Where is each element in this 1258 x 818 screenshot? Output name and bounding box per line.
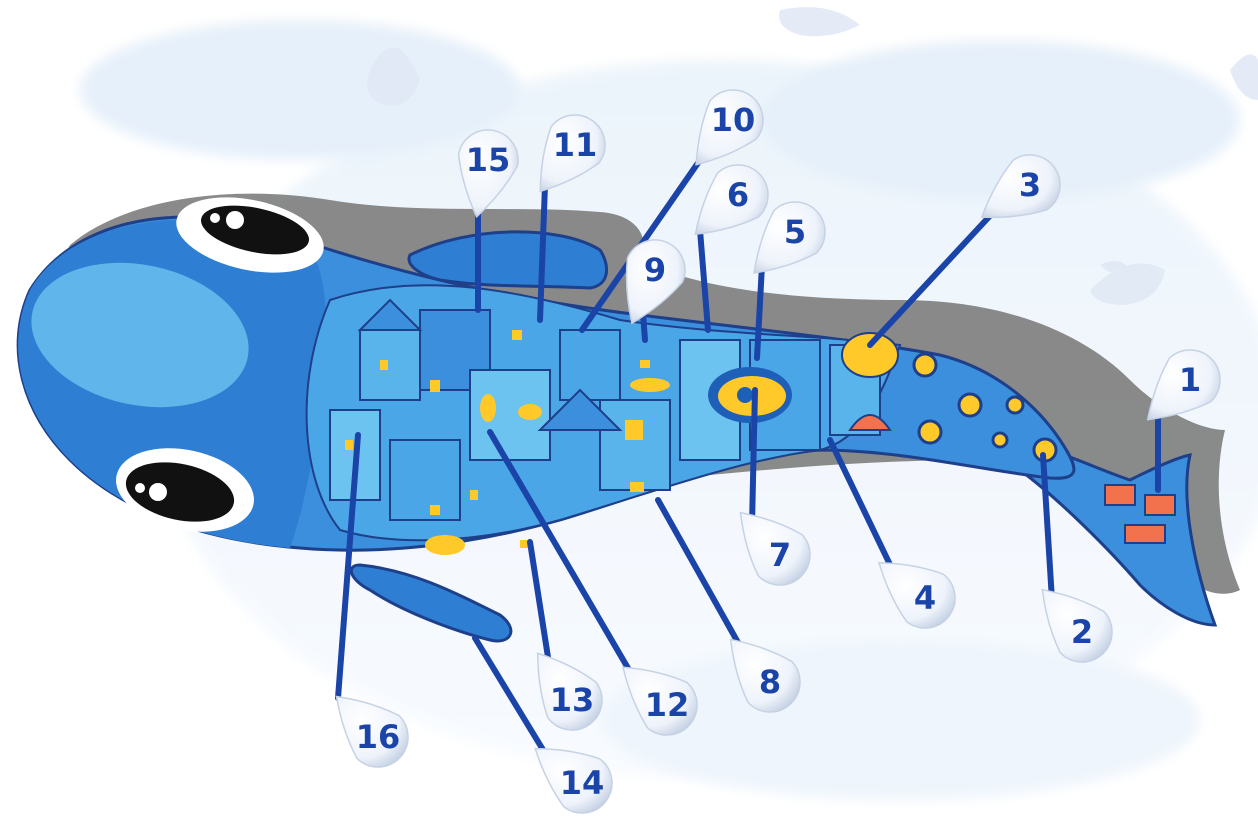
callout-label-11: 11 [553, 126, 598, 164]
callout-label-9: 9 [644, 251, 666, 289]
callout-label-2: 2 [1071, 613, 1093, 651]
callout-line-7 [752, 390, 755, 525]
callout-label-8: 8 [759, 663, 781, 701]
callout-label-12: 12 [645, 686, 690, 724]
callout-label-16: 16 [356, 718, 401, 756]
callout-label-4: 4 [914, 579, 936, 617]
callout-label-7: 7 [769, 536, 791, 574]
callout-label-10: 10 [711, 101, 756, 139]
callout-label-14: 14 [560, 764, 605, 802]
callout-label-13: 13 [550, 681, 595, 719]
arched-window [708, 367, 792, 423]
callout-label-6: 6 [727, 176, 749, 214]
callout-label-15: 15 [466, 141, 511, 179]
callout-label-1: 1 [1179, 361, 1201, 399]
callout-label-3: 3 [1019, 166, 1041, 204]
callout-label-5: 5 [784, 213, 806, 251]
